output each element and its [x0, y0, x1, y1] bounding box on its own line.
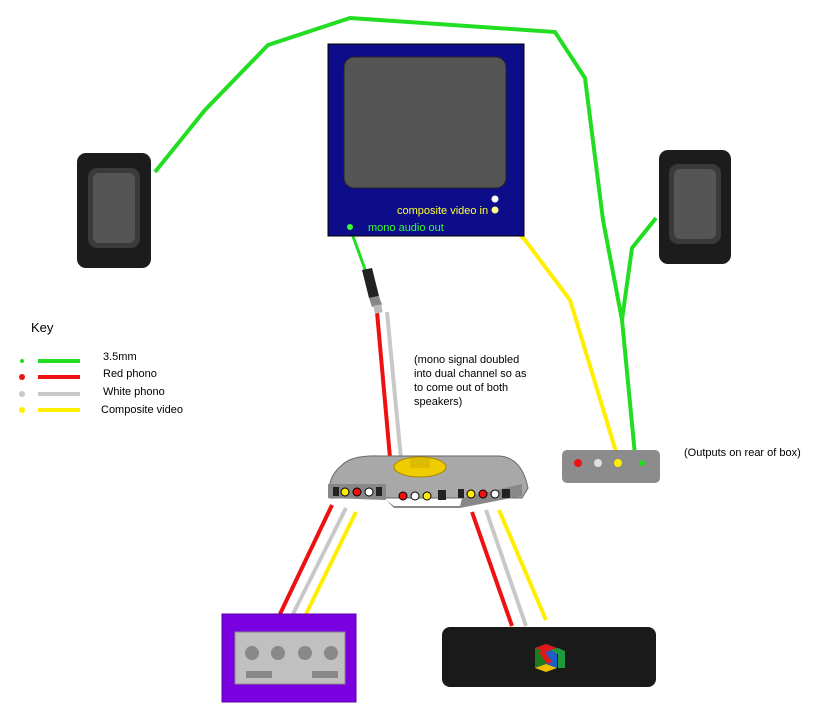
- legend-item-composite: Composite video: [19, 404, 183, 416]
- tv-screen: [343, 56, 507, 189]
- av-switch-box: [328, 455, 529, 508]
- output-box-label: (Outputs on rear of box): [684, 447, 801, 459]
- cable-white-jack: [385, 311, 405, 481]
- n64-console: [442, 627, 656, 687]
- legend-label-composite: Composite video: [101, 404, 183, 416]
- cable-white-n64: [484, 509, 528, 627]
- legend-label-red: Red phono: [103, 368, 157, 380]
- tv-composite-label: composite video in: [397, 205, 488, 217]
- tv-composite-port: [491, 206, 499, 214]
- cable-composite-n64: [497, 509, 548, 621]
- cable-composite-tv: [493, 208, 619, 456]
- cable-composite-gamecube: [304, 511, 358, 615]
- legend-item-red: Red phono: [19, 368, 157, 380]
- cable-red-gamecube: [278, 504, 334, 615]
- legend-item-35mm: 3.5mm: [20, 351, 137, 363]
- note-line-1: (mono signal doubled: [414, 354, 519, 366]
- legend-label-35mm: 3.5mm: [103, 351, 137, 363]
- output-red-port: [574, 459, 582, 467]
- legend: Key 3.5mm Red phono White phono Composit…: [19, 320, 183, 416]
- cable-35mm-right-speaker: [620, 216, 658, 321]
- n64-logo-icon: [535, 644, 565, 672]
- jack-plug-icon: [362, 268, 383, 314]
- output-35mm-port: [639, 460, 645, 466]
- cable-35mm-speaker-link: [153, 15, 637, 456]
- tv-mono-port: [347, 224, 353, 230]
- note-line-3: to come out of both: [414, 382, 508, 394]
- legend-label-white: White phono: [103, 386, 165, 398]
- gamecube-console: [221, 613, 357, 703]
- output-box: [562, 450, 660, 483]
- mono-note: (mono signal doubled into dual channel s…: [414, 354, 527, 408]
- note-line-4: speakers): [414, 396, 462, 408]
- output-white-port: [594, 459, 602, 467]
- television: composite video in mono audio out: [327, 43, 525, 237]
- cable-red-n64: [470, 511, 514, 627]
- cable-white-gamecube: [291, 507, 348, 615]
- left-speaker: [77, 153, 151, 268]
- note-line-2: into dual channel so as: [414, 368, 527, 380]
- legend-title: Key: [31, 320, 54, 335]
- cable-red-jack: [375, 311, 394, 481]
- right-speaker: [659, 150, 731, 264]
- legend-item-white: White phono: [19, 386, 165, 398]
- output-composite-port: [614, 459, 622, 467]
- tv-mono-label: mono audio out: [368, 222, 444, 234]
- tv-white-port: [491, 195, 499, 203]
